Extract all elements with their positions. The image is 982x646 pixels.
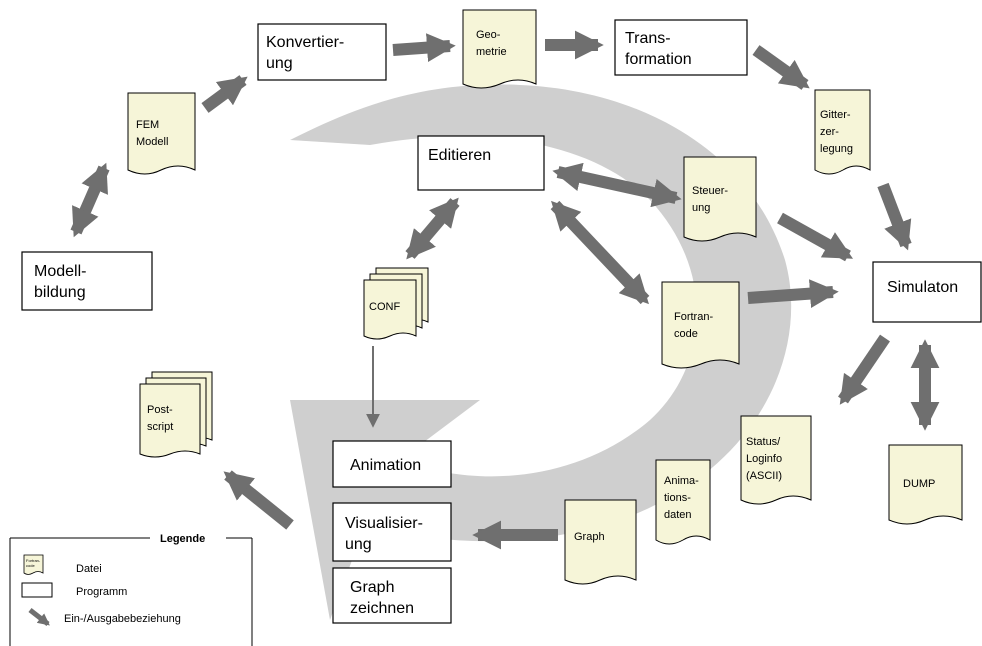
- file-animationsdaten-line3: daten: [664, 509, 692, 521]
- program-animation: Animation: [332, 440, 452, 488]
- arrow-fortrancode-to-simulaton: [747, 279, 839, 308]
- file-gitterzerlegung-line3: legung: [820, 143, 853, 155]
- program-editieren: Editieren: [417, 135, 545, 191]
- program-graph-zeichnen-line2: zeichnen: [350, 600, 414, 617]
- program-animation-line1: Animation: [350, 457, 421, 474]
- arrow-fem-to-konvertierung: [201, 75, 248, 113]
- file-fortrancode-line1: Fortran-: [674, 311, 713, 323]
- legend-relation-label: Ein-/Ausgabebeziehung: [64, 613, 181, 625]
- file-postscript-stack: Post- script: [139, 371, 213, 458]
- file-gitterzerlegung-line1: Gitter-: [820, 109, 851, 121]
- file-dump: DUMP: [888, 444, 963, 525]
- program-graph-zeichnen-line1: Graph: [350, 579, 394, 596]
- file-steuerung-line1: Steuer-: [692, 185, 728, 197]
- legend-file-label: Datei: [76, 563, 102, 575]
- relations: [70, 30, 940, 550]
- file-status-line3: (ASCII): [746, 470, 782, 482]
- program-visualisierung-line2: ung: [345, 536, 372, 553]
- file-graph: Graph: [564, 499, 637, 585]
- program-simulaton-line1: Simulaton: [887, 279, 958, 296]
- file-steuerung-line2: ung: [692, 202, 710, 214]
- program-transformation-line1: Trans-: [625, 30, 671, 47]
- program-transformation-line2: formation: [625, 51, 692, 68]
- file-status-line1: Status/: [746, 436, 781, 448]
- program-modellbildung-line1: Modell-: [34, 263, 86, 280]
- file-fem-modell-line1: FEM: [136, 119, 159, 131]
- file-animationsdaten: Anima- tions- daten: [655, 459, 711, 545]
- arrow-konvertierung-to-geometrie: [392, 33, 456, 62]
- file-graph-line1: Graph: [574, 531, 605, 543]
- legend-title: Legende: [160, 533, 205, 545]
- program-simulaton: Simulaton: [872, 261, 982, 323]
- program-modellbildung-line2: bildung: [34, 284, 86, 301]
- file-gitterzerlegung-line2: zer-: [820, 126, 839, 138]
- arrow-steuerung-to-simulaton: [777, 212, 854, 262]
- file-fortrancode: Fortran- code: [661, 281, 740, 369]
- arrow-visualisierung-to-postscript: [223, 470, 294, 530]
- file-geometrie-line1: Geo-: [476, 29, 501, 41]
- file-postscript-line1: Post-: [147, 404, 173, 416]
- file-conf-label: CONF: [369, 301, 400, 313]
- program-konvertierung: Konvertier- ung: [257, 23, 387, 81]
- arrow-editieren-fortrancode: [550, 200, 650, 305]
- file-geometrie-line2: metrie: [476, 46, 507, 58]
- file-fortrancode-line2: code: [674, 328, 698, 340]
- program-graph-zeichnen: Graph zeichnen: [332, 567, 452, 624]
- file-animationsdaten-line1: Anima-: [664, 475, 699, 487]
- program-modellbildung: Modell- bildung: [21, 251, 153, 311]
- program-editieren-line1: Editieren: [428, 147, 491, 164]
- file-conf-stack: CONF: [363, 267, 429, 340]
- file-status-loginfo: Status/ Loginfo (ASCII): [740, 415, 812, 505]
- file-gitterzerlegung: Gitter- zer- legung: [814, 89, 871, 175]
- file-steuerung: Steuer- ung: [683, 156, 757, 242]
- legend-file-icon: Fortran- code: [23, 554, 44, 575]
- legend-program-icon: [21, 582, 53, 598]
- file-fem-modell-line2: Modell: [136, 136, 168, 148]
- legend-program-label: Programm: [76, 586, 127, 598]
- arrow-editieren-steuerung: [552, 162, 682, 208]
- legend-mini-file-line2: code: [26, 563, 35, 568]
- arrow-transformation-to-gitter: [752, 45, 810, 90]
- file-postscript-line2: script: [147, 421, 173, 433]
- legend: Legende Fortran- code Datei Programm Ein…: [9, 533, 253, 646]
- file-fem-modell: FEM Modell: [127, 92, 196, 175]
- file-dump-line1: DUMP: [903, 478, 935, 490]
- program-konvertierung-line2: ung: [266, 55, 293, 72]
- arrow-gitter-to-simulaton: [877, 182, 912, 251]
- arrow-fem-modellbildung: [70, 162, 110, 238]
- file-status-line2: Loginfo: [746, 453, 782, 465]
- program-transformation: Trans- formation: [614, 19, 748, 76]
- legend-relation-icon: [28, 608, 50, 626]
- arrow-simulaton-to-status: [838, 334, 890, 405]
- program-konvertierung-line1: Konvertier-: [266, 34, 344, 51]
- legend-mini-file-line1: Fortran-: [26, 558, 41, 563]
- arrow-editieren-conf: [405, 197, 460, 260]
- program-visualisierung: Visualisier- ung: [332, 502, 452, 562]
- file-animationsdaten-line2: tions-: [664, 492, 691, 504]
- file-geometrie: Geo- metrie: [462, 9, 537, 89]
- program-visualisierung-line1: Visualisier-: [345, 515, 423, 532]
